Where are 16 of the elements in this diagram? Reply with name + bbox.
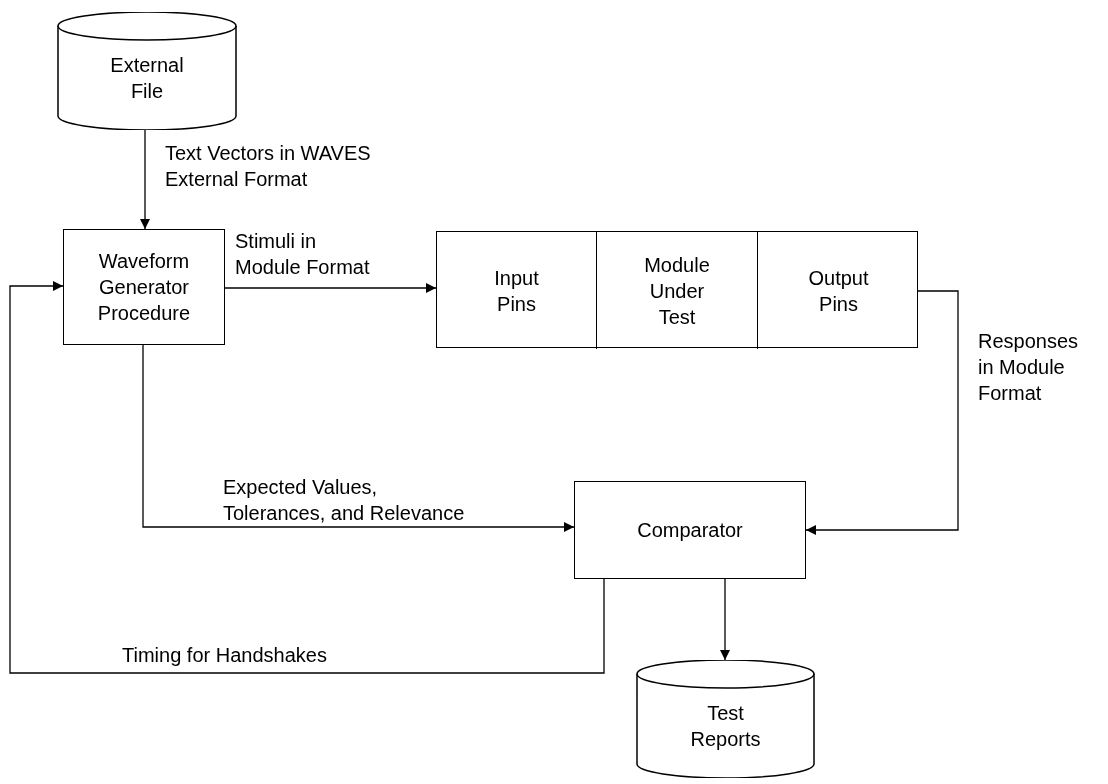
- arrow: [720, 578, 730, 661]
- arrow: [9, 281, 605, 674]
- arrow: [142, 344, 575, 532]
- process-box: [63, 229, 225, 345]
- module-box: [436, 231, 918, 348]
- node-label: Waveform Generator Procedure: [96, 249, 192, 326]
- arrow: [224, 283, 437, 293]
- process-box: [574, 481, 806, 579]
- node-label: Output Pins: [807, 265, 870, 317]
- node-label: Comparator: [636, 518, 744, 543]
- arrow: [805, 290, 959, 535]
- node-label: Test Reports: [689, 701, 762, 752]
- node-label: Module Under Test: [643, 252, 711, 330]
- node-label: External File: [109, 53, 185, 104]
- arrow: [140, 129, 150, 230]
- node-label: Input Pins: [493, 265, 540, 317]
